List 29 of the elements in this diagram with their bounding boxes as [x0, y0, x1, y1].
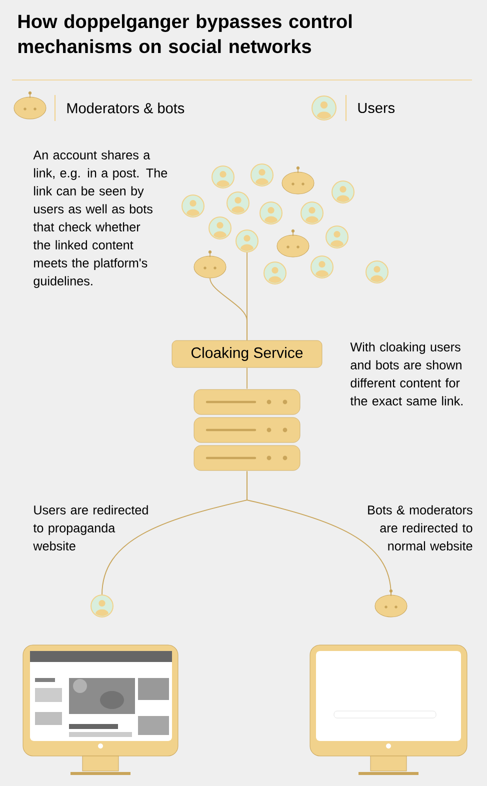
legend-label: Users — [358, 102, 395, 114]
user-icon — [260, 202, 282, 224]
user-icon — [332, 180, 354, 204]
note-text: An account shares a link, e.g. in a post. The link can be seen by users as well as bots that check whether the linked content meets the platform's guidelines. — [33, 150, 168, 288]
connector-line — [246, 367, 248, 390]
user-icon — [264, 262, 286, 284]
user-icon — [250, 164, 274, 186]
note-text: With cloaking users and bots are shown different content for the exact same link. — [350, 342, 462, 406]
user-icon — [326, 226, 348, 248]
service-box: Cloaking Service — [172, 340, 322, 368]
legend-label: Moderators & bots — [67, 102, 184, 114]
user-icon — [208, 216, 232, 240]
note-text: Bots & moderators are redirected to normal website — [368, 505, 472, 550]
note-text: Users are redirected to propaganda website — [33, 505, 148, 550]
user-icon — [236, 230, 258, 252]
robot-icon — [194, 250, 226, 278]
robot-icon — [282, 166, 314, 194]
user-icon — [182, 194, 204, 218]
title: How doppelganger bypasses control mechanisms on social networks — [18, 14, 352, 54]
user-icon — [90, 594, 114, 618]
user-icon — [300, 202, 324, 224]
user-icon — [212, 166, 234, 188]
robot-icon — [374, 589, 408, 618]
user-icon — [226, 192, 250, 214]
robot-icon — [276, 229, 310, 258]
user-icon — [366, 260, 388, 284]
server-icon — [194, 389, 300, 471]
user-icon — [310, 256, 334, 278]
connector-line — [246, 252, 248, 341]
